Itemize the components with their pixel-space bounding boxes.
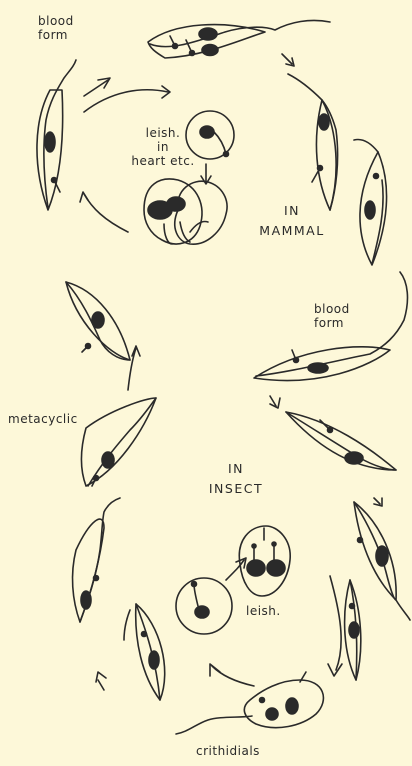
- trypanosome-insect-left-2: [73, 498, 120, 622]
- dividing-leishmania-cell-insect: [239, 526, 290, 596]
- in-insect-line2: INSECT: [196, 482, 276, 496]
- trypanosome-insect-right-3: [345, 580, 361, 680]
- blood-form-trypanosome-top: [148, 20, 330, 58]
- leish-heart-line3: heart etc.: [126, 154, 200, 168]
- leishmania-cell-insect: [176, 578, 232, 634]
- leish-heart-line1: leish.: [126, 126, 200, 140]
- trypanosome-left-mid: [66, 282, 130, 360]
- dividing-leishmania-cell: [144, 179, 227, 244]
- leish-insect-label: leish.: [246, 604, 281, 618]
- blood-form-label-mid-line2: form: [314, 316, 350, 330]
- trypanosome-insect-left-3: [124, 604, 165, 700]
- in-insect-line1: IN: [196, 462, 276, 476]
- in-mammal-line1: IN: [252, 204, 332, 218]
- trypanosome-right-1: [288, 74, 338, 210]
- trypanosome-top-left: [37, 60, 76, 210]
- trypanosome-insect-right-1: [286, 412, 396, 470]
- trypanosome-insect-right-2: [354, 502, 410, 620]
- blood-form-label-top-line1: blood: [38, 14, 74, 28]
- blood-form-label-top: blood form: [38, 14, 74, 42]
- metacyclic-label: metacyclic: [8, 412, 78, 426]
- blood-form-label-mid: blood form: [314, 302, 350, 330]
- crithidials-label: crithidials: [196, 744, 260, 758]
- trypanosome-right-2: [354, 140, 387, 266]
- leish-heart-line2: in: [126, 140, 200, 154]
- blood-form-label-top-line2: form: [38, 28, 74, 42]
- leish-in-heart-label: leish. in heart etc.: [126, 126, 200, 168]
- trypanosome-insect-left-1: [82, 398, 157, 486]
- in-mammal-label: IN MAMMAL: [252, 204, 332, 238]
- crithidial-dividing-form: [176, 672, 323, 734]
- blood-form-label-mid-line1: blood: [314, 302, 350, 316]
- insect-loop-arrows: [96, 346, 382, 690]
- in-mammal-line2: MAMMAL: [252, 224, 332, 238]
- in-insect-label: IN INSECT: [196, 462, 276, 496]
